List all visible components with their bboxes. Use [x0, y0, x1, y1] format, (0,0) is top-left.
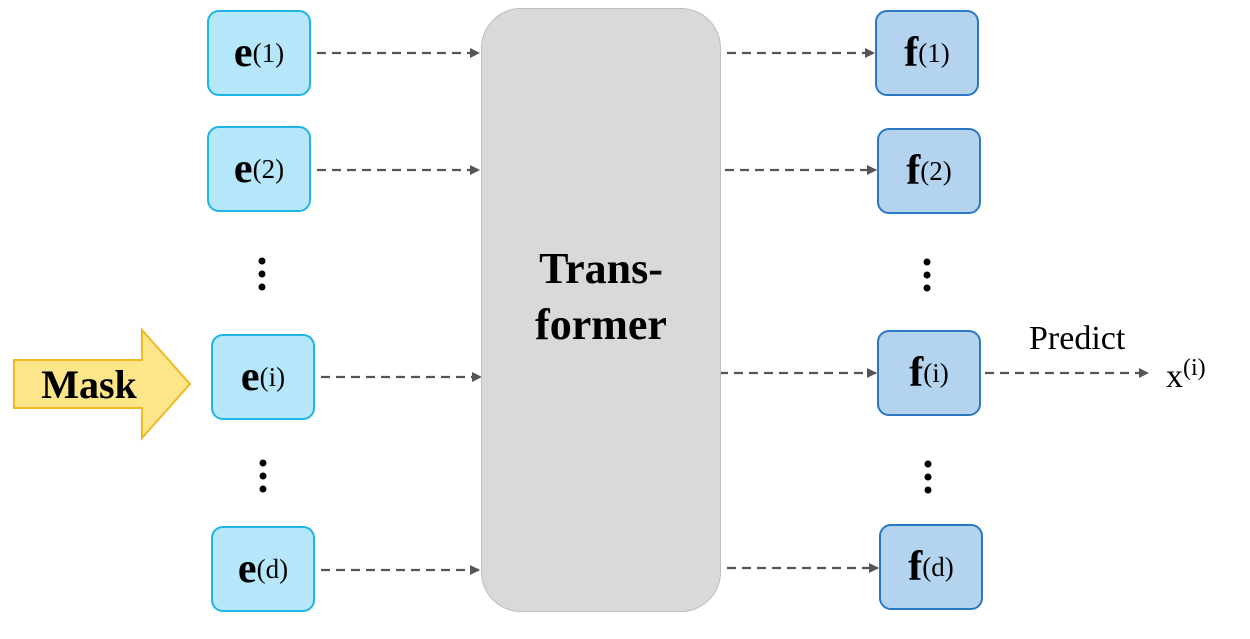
ellipsis-outputs-lower — [924, 460, 932, 494]
output-node-base: f — [906, 148, 921, 194]
prediction-target-superscript: (i) — [1183, 355, 1206, 381]
input-node-superscript: (i) — [259, 361, 286, 392]
output-node-fi: f(i) — [877, 330, 981, 416]
prediction-target-base: x — [1166, 358, 1183, 395]
input-node-e2: e(2) — [207, 126, 311, 212]
output-node-base: f — [908, 544, 923, 590]
mask-arrow-shape — [13, 327, 192, 441]
input-node-base: e — [237, 546, 257, 592]
input-node-ed: e(d) — [211, 526, 315, 612]
output-node-superscript: (2) — [920, 155, 952, 186]
input-node-superscript: (d) — [256, 553, 289, 584]
prediction-target-label: x(i) — [1166, 356, 1206, 394]
ellipsis-inputs-lower — [259, 459, 267, 493]
transformer-label: Trans- former — [535, 241, 667, 353]
input-node-e1: e(1) — [207, 10, 311, 96]
input-node-ei: e(i) — [211, 334, 315, 420]
transformer-label-line2: former — [535, 300, 667, 349]
transformer-label-line1: Trans- — [539, 244, 663, 293]
ellipsis-inputs-upper — [258, 257, 266, 291]
input-node-superscript: (1) — [252, 37, 285, 68]
output-node-f1: f(1) — [875, 10, 979, 96]
output-node-superscript: (d) — [922, 551, 954, 582]
output-node-superscript: (1) — [918, 37, 950, 68]
ellipsis-outputs-upper — [923, 258, 931, 292]
predict-label: Predict — [1029, 320, 1126, 357]
output-node-fd: f(d) — [879, 524, 983, 610]
input-node-base: e — [240, 354, 260, 400]
input-node-base: e — [233, 30, 253, 76]
output-node-base: f — [904, 30, 919, 76]
output-node-superscript: (i) — [923, 357, 949, 388]
mask-label: Mask — [41, 361, 137, 407]
input-node-superscript: (2) — [252, 153, 285, 184]
output-node-f2: f(2) — [877, 128, 981, 214]
input-node-base: e — [233, 146, 253, 192]
output-node-base: f — [909, 350, 924, 396]
transformer-block: Trans- former — [481, 8, 721, 612]
